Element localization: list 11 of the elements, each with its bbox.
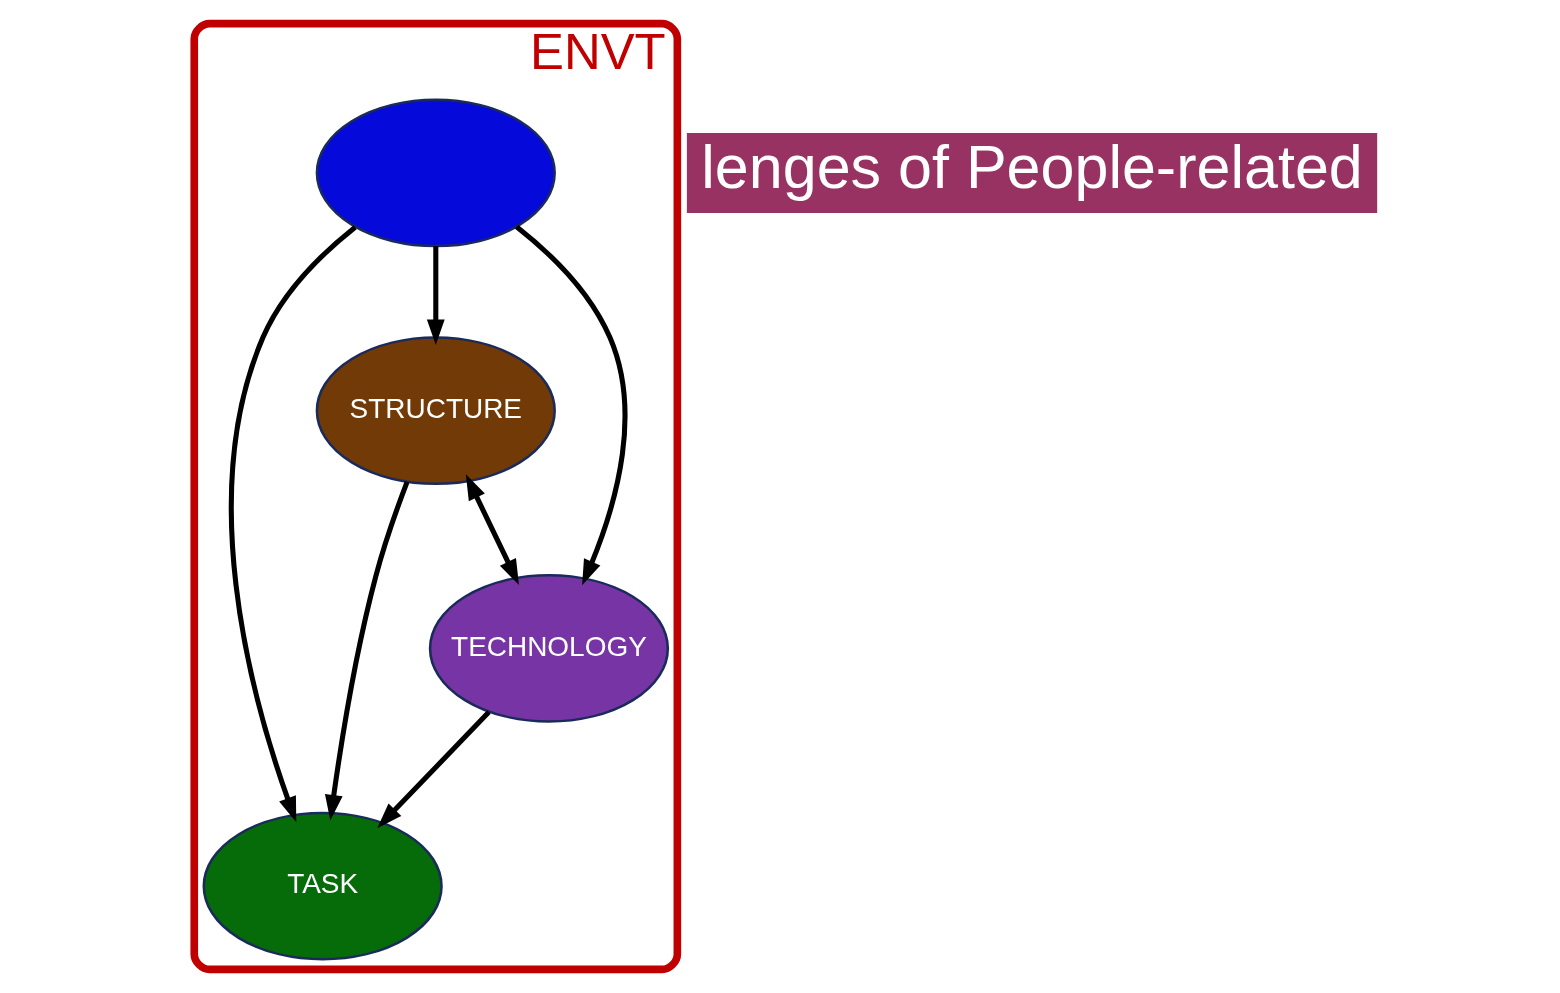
arrow	[426, 246, 445, 345]
arrow	[228, 225, 357, 823]
arrow	[377, 710, 491, 829]
node-ellipse: STRUCTURE	[315, 336, 556, 486]
node-ellipse: TASK	[202, 811, 443, 961]
node-ellipse: TECHNOLOGY	[428, 574, 670, 723]
arrow	[324, 480, 410, 821]
arrow	[515, 224, 628, 586]
label: lenges of People-related	[701, 133, 1363, 202]
arrow	[465, 474, 519, 585]
node-ellipse	[315, 98, 556, 248]
